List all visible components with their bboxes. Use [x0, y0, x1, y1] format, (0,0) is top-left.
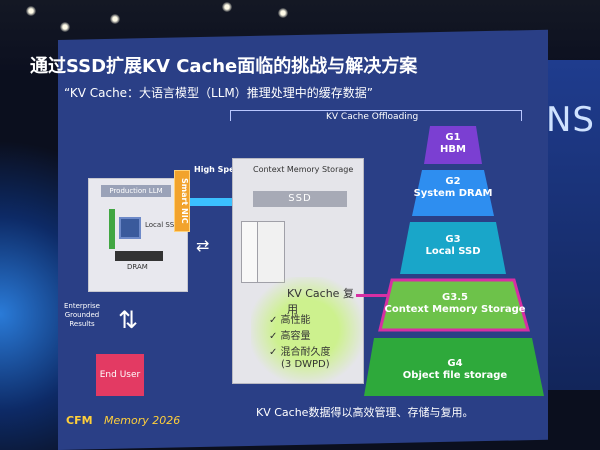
left-right-arrow-icon: ⇄ [196, 236, 210, 255]
ssd-bar: SSD [253, 191, 347, 207]
tier-g1: G1 HBM [424, 132, 482, 156]
ssd-card-icon [257, 221, 285, 283]
tier-g3: G3 Local SSD [398, 234, 508, 258]
smart-nic-left: Smart NIC [174, 170, 190, 232]
offloading-label: KV Cache Offloading [323, 112, 422, 122]
slide-caption: KV Cache数据得以高效管理、存储与复用。 [256, 406, 474, 419]
tier-g2-name: System DRAM [413, 188, 493, 199]
tier-g2-id: G2 [445, 176, 461, 187]
ram-stick-icon [109, 209, 115, 249]
ceiling-light [278, 8, 288, 18]
enterprise-results-label: Enterprise Grounded Results [63, 302, 100, 328]
tier-g1-shape [424, 126, 482, 164]
ceiling-light [222, 2, 232, 12]
benefit-mixed-endurance: ✓ 混合耐久度 [269, 347, 331, 358]
memory-2026-logo: Memory 2026 [104, 414, 181, 427]
tier-g35: G3.5 Context Memory Storage [380, 292, 530, 316]
tier-g4-name: Object file storage [402, 370, 508, 381]
benefit-high-capacity: ✓ 高容量 [269, 331, 311, 342]
dram-label: DRAM [127, 263, 148, 271]
tier-g3-shape [400, 222, 506, 274]
benefit-dwpd: (3 DWPD) [281, 359, 330, 370]
kv-cache-reuse-label: KV Cache 复用 [287, 287, 354, 316]
slide-subtitle: “KV Cache：大语言模型（LLM）推理处理中的缓存数据” [64, 86, 374, 100]
production-llm-label: Production LLM [101, 185, 171, 197]
cfm-logo: CFM [66, 414, 93, 427]
tier-g3-id: G3 [445, 234, 461, 245]
tier-g4-id: G4 [447, 358, 463, 369]
gpu-chip-icon [119, 217, 141, 239]
dram-icon [115, 251, 163, 261]
ceiling-light [26, 6, 36, 16]
context-memory-storage-panel: Context Memory Storage SSD KV Cache 复用 ✓… [232, 158, 364, 384]
tier-g1-id: G1 [445, 132, 461, 143]
local-ssd-label: Local SSD [145, 221, 180, 229]
memory-tier-pyramid [364, 126, 544, 396]
ceiling-light [110, 14, 120, 24]
up-down-arrow-icon: ⇅ [118, 306, 139, 334]
highlight-connector [356, 294, 392, 297]
stage-right-screen: NS [540, 60, 600, 390]
ceiling-light [60, 22, 70, 32]
slide-title: 通过SSD扩展KV Cache面临的挑战与解决方案 [30, 56, 418, 77]
tier-g2-shape [412, 170, 494, 216]
tier-g4: G4 Object file storage [370, 358, 540, 382]
tier-g35-id: G3.5 [442, 292, 468, 303]
benefit-high-performance: ✓ 高性能 [269, 315, 311, 326]
end-user-box: End User [96, 354, 144, 396]
tier-g3-name: Local SSD [425, 246, 481, 257]
offloading-brace [230, 110, 522, 121]
tier-g1-name: HBM [440, 144, 466, 155]
ethernet-link [190, 198, 240, 206]
tier-g35-name: Context Memory Storage [384, 304, 526, 315]
context-memory-storage-label: Context Memory Storage [253, 165, 354, 174]
tier-g4-shape [364, 338, 544, 396]
tier-g35-shape [378, 278, 530, 332]
production-llm-panel: Production LLM Local SSD DRAM [88, 178, 188, 292]
kv-cache-blob [251, 277, 363, 383]
tier-g2: G2 System DRAM [408, 176, 498, 200]
stage-right-text: NS [546, 100, 596, 140]
